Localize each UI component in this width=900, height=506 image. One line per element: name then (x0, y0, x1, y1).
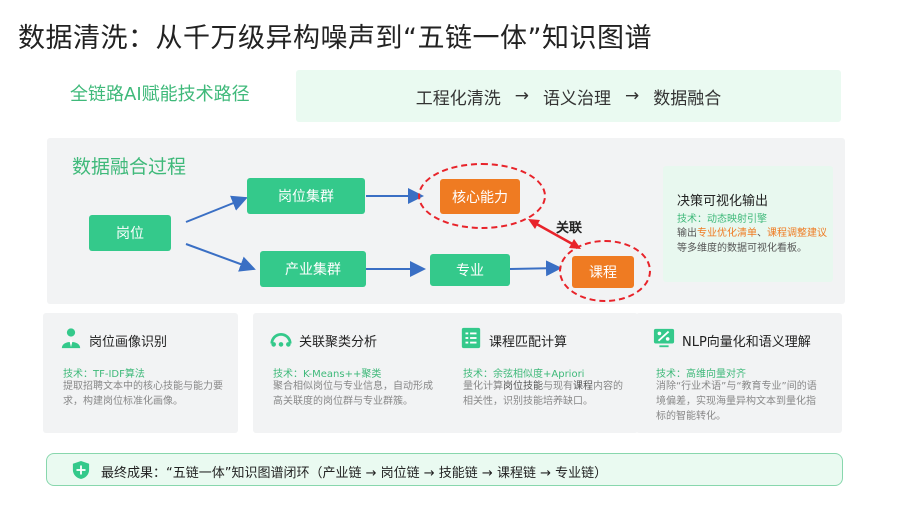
card-desc: 量化计算岗位技能与现有课程内容的相关性，识别技能培养缺口。 (463, 381, 623, 407)
cluster-icon (270, 332, 292, 347)
card-desc: 提取招聘文本中的核心技能与能力要求，构建岗位标准化画像。 (63, 381, 223, 407)
monitor-icon (653, 328, 675, 348)
card-title: NLP向量化和语义理解 (682, 335, 811, 350)
card-position-profile: 岗位画像识别 技术：TF-IDF算法 提取招聘文本中的核心技能与能力要求，构建岗… (43, 313, 238, 433)
path-arrow-2: → (625, 86, 640, 106)
relation-label: 关联 (556, 221, 583, 236)
tech-path-banner: 工程化清洗 → 语义治理 → 数据融合 (296, 70, 841, 122)
card-title: 岗位画像识别 (89, 335, 168, 350)
arrow-position-to-industry (185, 243, 256, 272)
page-title: 数据清洗：从千万级异构噪声到“五链一体”知识图谱 (18, 23, 652, 54)
card-tech: 技术：高维向量对齐 (656, 369, 746, 380)
decision-tech: 技术：动态映射引擎 (677, 214, 767, 225)
node-major: 专业 (430, 254, 510, 286)
final-result-banner: 最终成果：“五链一体”知识图谱闭环（产业链 → 岗位链 → 技能链 → 课程链 … (46, 453, 843, 486)
card-tech: 技术：余弦相似度+Apriori (463, 369, 585, 380)
path-step-fusion: 数据融合 (653, 88, 722, 109)
arrow-major-to-course (509, 260, 562, 277)
fusion-process-title: 数据融合过程 (72, 156, 187, 178)
user-icon (61, 328, 81, 349)
card-nlp-vectorization: NLP向量化和语义理解 技术：高维向量对齐 消除“行业术语”与“教育专业”间的语… (636, 313, 842, 433)
list-icon (461, 327, 481, 349)
node-industry-cluster: 产业集群 (260, 251, 366, 287)
card-title: 关联聚类分析 (299, 335, 378, 350)
decision-desc: 输出专业优化清单、课程调整建议等多维度的数据可视化看板。 (677, 228, 827, 254)
card-tech: 技术：K-Means++聚类 (273, 369, 382, 380)
card-desc: 消除“行业术语”与“教育专业”间的语境偏差，实现海量异构文本到量化指标的智能转化… (656, 381, 817, 422)
card-tech: 技术：TF-IDF算法 (63, 369, 145, 380)
node-position: 岗位 (89, 215, 171, 251)
node-position-cluster: 岗位集群 (247, 178, 365, 214)
final-result-text: 最终成果：“五链一体”知识图谱闭环（产业链 → 岗位链 → 技能链 → 课程链 … (101, 466, 608, 481)
path-arrow-1: → (514, 86, 529, 106)
card-title: 课程匹配计算 (489, 335, 568, 350)
core-ability-highlight-ring (418, 163, 546, 229)
decision-title: 决策可视化输出 (677, 194, 769, 209)
section-subtitle: 全链路AI赋能技术路径 (70, 84, 250, 105)
path-step-semantic: 语义治理 (543, 88, 611, 109)
card-course-matching: 课程匹配计算 技术：余弦相似度+Apriori 量化计算岗位技能与现有课程内容的… (443, 313, 638, 433)
card-desc: 聚合相似岗位与专业信息，自动形成高关联度的岗位群与专业群簇。 (273, 381, 433, 407)
path-step-cleaning: 工程化清洗 (415, 88, 501, 109)
arrow-position-to-cluster (185, 195, 248, 223)
decision-output-box: 决策可视化输出 技术：动态映射引擎 输出专业优化清单、课程调整建议等多维度的数据… (663, 166, 833, 282)
course-highlight-ring (559, 240, 651, 302)
shield-icon (72, 461, 90, 479)
card-cluster-analysis: 关联聚类分析 技术：K-Means++聚类 聚合相似岗位与专业信息，自动形成高关… (253, 313, 448, 433)
